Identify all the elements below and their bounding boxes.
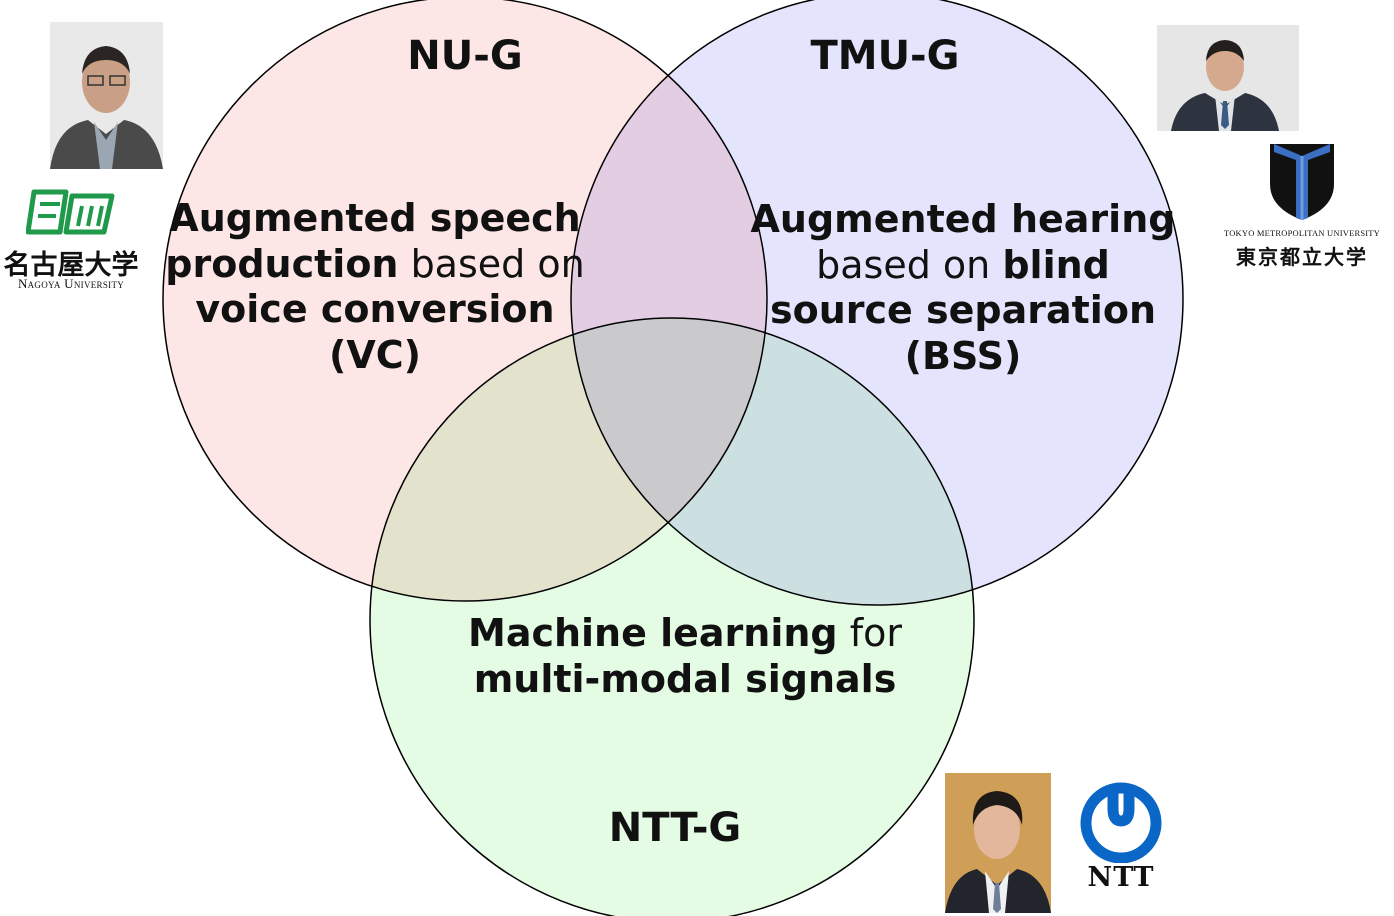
description-line: (VC) (160, 333, 590, 379)
ntt-logo-icon (1078, 781, 1164, 864)
bold-text-run: voice conversion (195, 287, 555, 332)
description-line: (BSS) (748, 334, 1178, 380)
tmu-shield-logo-icon (1268, 140, 1336, 222)
bold-text-run: source separation (769, 288, 1156, 333)
text-run: based on (816, 242, 1003, 287)
description-line: Augmented hearing (748, 197, 1178, 243)
description-line: based on blind (748, 243, 1178, 289)
bold-text-run: Machine learning (468, 611, 838, 655)
bold-text-run: blind (1002, 242, 1110, 287)
nu-group-name: NU-G (407, 33, 523, 79)
bold-text-run: (VC) (328, 332, 422, 377)
person-photo-icon (1157, 25, 1299, 131)
description-line: production based on (160, 242, 590, 288)
description-line: voice conversion (160, 287, 590, 333)
description-line: multi-modal signals (430, 657, 940, 703)
nagoya-university-name-en: Nagoya University (17, 276, 125, 291)
description-line: source separation (748, 288, 1178, 334)
tmu-name-en: TOKYO METROPOLITAN UNIVERSITY (1223, 228, 1381, 238)
bold-text-run: multi-modal signals (473, 656, 897, 701)
text-run: for (837, 611, 902, 655)
text-run: based on (398, 241, 585, 286)
nagoya-university-logo-icon (25, 186, 118, 238)
ntt-name: NTT (1087, 862, 1155, 893)
nagoya-university-name-jp: 名古屋大学 (3, 250, 139, 281)
bold-text-run: (BSS) (904, 333, 1022, 378)
ntt-group-name: NTT-G (608, 805, 742, 851)
description-line: Machine learning for (430, 611, 940, 657)
person-photo-icon (50, 22, 163, 169)
bold-text-run: Augmented hearing (750, 197, 1176, 241)
bold-text-run: production (165, 241, 399, 286)
ntt-circle (370, 318, 974, 916)
person-photo-icon (945, 773, 1051, 913)
description-line: Augmented speech (160, 196, 590, 242)
tmu-name-jp: 東京都立大学 (1236, 245, 1368, 269)
tmu-group-name: TMU-G (810, 33, 960, 79)
bold-text-run: Augmented speech (169, 196, 581, 240)
